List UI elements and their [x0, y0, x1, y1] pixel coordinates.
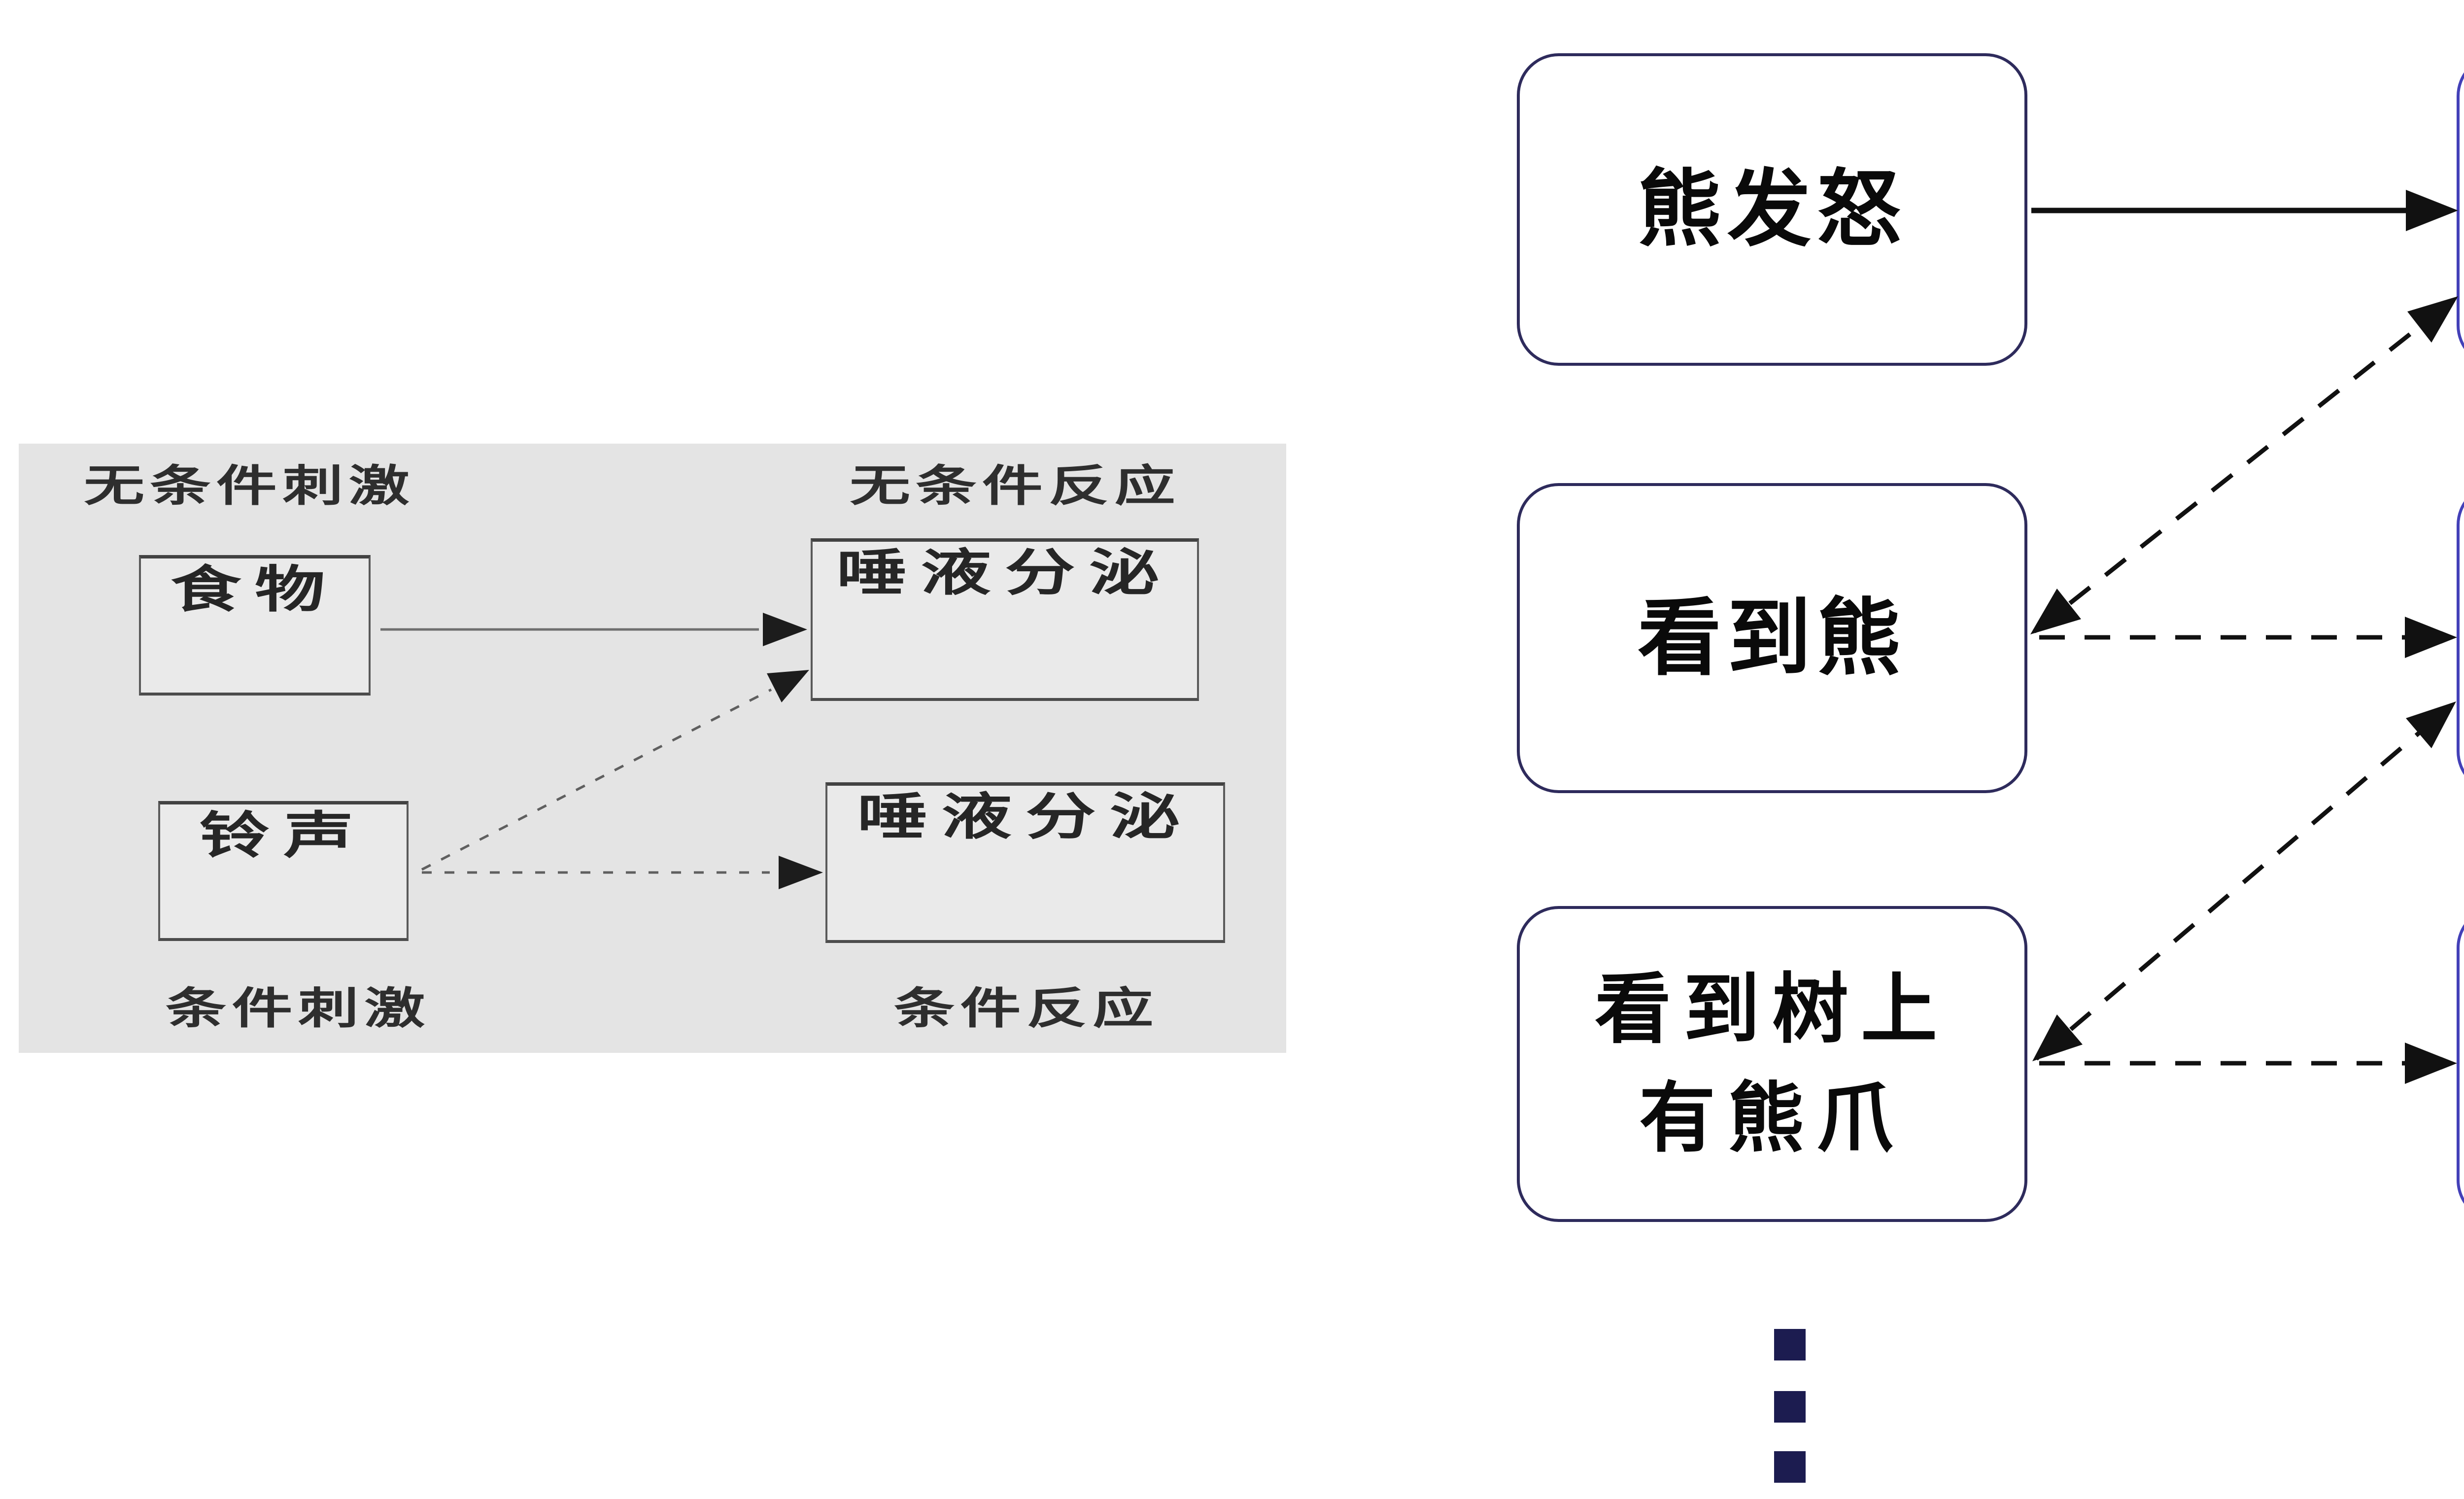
see-bear-claw-label: 看到树上有熊爪	[1595, 955, 1950, 1172]
unconditioned-stimulus-label: 无条件刺激	[84, 461, 415, 510]
food-box-label: 食物	[171, 561, 339, 618]
see-bear-box: 看到熊	[1517, 483, 2027, 793]
left-ellipsis-dot-3	[1774, 1451, 1806, 1483]
classical-conditioning-panel	[19, 444, 1286, 1053]
see-bear-claw-line-2: 有熊爪	[1639, 1075, 1905, 1161]
unconditioned-response-label: 无条件反应	[850, 461, 1181, 510]
see-bear-claw-line-1: 看到树上	[1595, 967, 1950, 1052]
conditioned-response-label: 条件反应	[894, 984, 1159, 1033]
see-bear-reward-dashed-arrow	[2030, 296, 2458, 634]
see-bear-claw-value-next-dashed-arrow	[2032, 701, 2456, 1061]
bear-angry-box: 熊发怒	[1517, 53, 2027, 366]
left-ellipsis-dot-1	[1774, 1329, 1806, 1360]
see-bear-claw-box: 看到树上有熊爪	[1517, 906, 2027, 1222]
conditioned-salivation-box: 唾液分泌	[825, 782, 1225, 943]
value-next-state-box: V(s′)	[2457, 483, 2464, 793]
left-ellipsis-dot-2	[1774, 1391, 1806, 1423]
food-box: 食物	[139, 555, 371, 696]
reward-box: 奖励	[2457, 54, 2464, 367]
see-bear-claw-to-value-dashed-arrow	[2039, 1043, 2457, 1084]
conditioned-stimulus-label: 条件刺激	[166, 984, 431, 1033]
see-bear-to-value-next-dashed-arrow	[2039, 617, 2457, 658]
unconditioned-salivation-box: 唾液分泌	[811, 538, 1199, 701]
bell-box: 铃声	[158, 801, 409, 941]
bear-angry-label: 熊发怒	[1637, 163, 1907, 256]
see-bear-label: 看到熊	[1637, 591, 1907, 685]
value-state-box: V(s)	[2457, 906, 2464, 1222]
bell-box-label: 铃声	[199, 807, 368, 864]
conditioned-salivation-label: 唾液分泌	[856, 789, 1194, 845]
bear-angry-to-reward-arrow	[2031, 190, 2458, 231]
unconditioned-salivation-label: 唾液分泌	[836, 545, 1173, 601]
